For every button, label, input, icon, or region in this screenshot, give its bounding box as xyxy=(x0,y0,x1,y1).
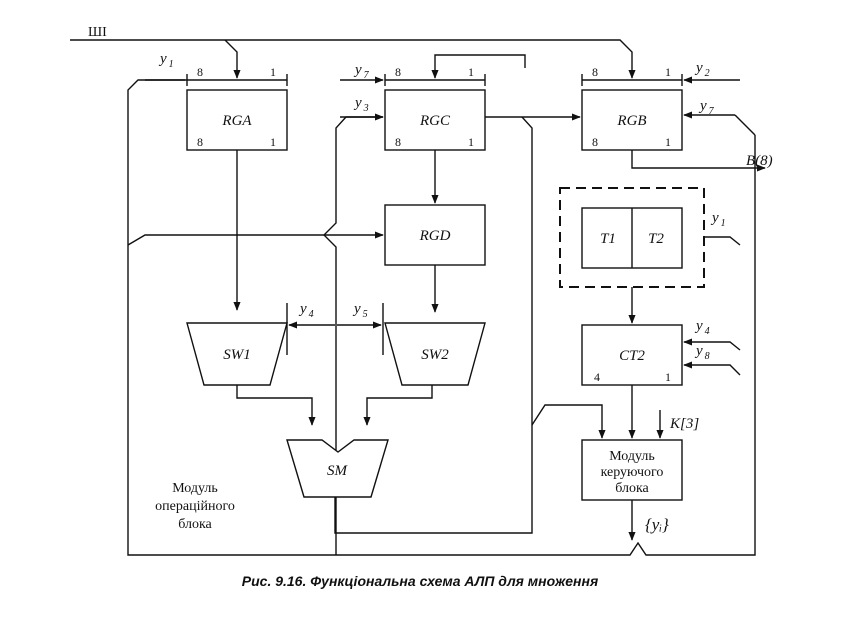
ct2-block: CT2 4 1 xyxy=(581,324,683,386)
ct2-label: CT2 xyxy=(619,348,645,364)
control-module-block: Модуль керуючого блока xyxy=(581,439,683,501)
b8-line xyxy=(631,150,766,172)
rga-bottom-right-bit: 1 xyxy=(270,135,276,149)
bus-line xyxy=(70,39,636,79)
rgc-bottom-right-bit: 1 xyxy=(468,135,474,149)
rgd-feed-line xyxy=(127,231,384,246)
operational-module-line3: блока xyxy=(178,517,212,532)
t2-label: T2 xyxy=(648,231,664,247)
rga-label: RGA xyxy=(221,113,252,129)
k3-input-label: K[3] xyxy=(669,416,699,432)
rgb-bottom-left-bit: 8 xyxy=(592,135,598,149)
rgc-feed-line xyxy=(323,113,384,236)
rga-top-right-bit: 1 xyxy=(270,65,276,79)
sw1-block: SW1 xyxy=(186,322,288,386)
rga-block: RGA 8 1 8 1 xyxy=(186,65,288,151)
t1-label: T1 xyxy=(600,231,616,247)
wires xyxy=(70,39,766,556)
rgc-block: RGC 8 1 8 1 xyxy=(384,65,486,151)
rga-top-left-bit: 8 xyxy=(197,65,203,79)
sw1-label: SW1 xyxy=(223,347,251,363)
rga-bottom-left-bit: 8 xyxy=(197,135,203,149)
rgc-label: RGC xyxy=(419,113,451,129)
ct2-bottom-left-bit: 4 xyxy=(594,370,600,384)
rgc-top-right-bit: 1 xyxy=(468,65,474,79)
sw2-label: SW2 xyxy=(421,347,449,363)
operational-module-line1: Модуль xyxy=(172,481,218,496)
sm-output-line xyxy=(334,116,533,534)
rgb-bottom-right-bit: 1 xyxy=(665,135,671,149)
feedback-loop-left xyxy=(127,79,756,556)
bus-to-rgc xyxy=(431,54,526,79)
sm-block: SM xyxy=(286,439,389,498)
rgc-top-left-bit: 8 xyxy=(395,65,401,79)
yi-output-label: {yᵢ} xyxy=(645,515,669,534)
rgb-label: RGB xyxy=(616,113,646,129)
sm-label: SM xyxy=(327,463,349,479)
rgd-block: RGD xyxy=(384,204,486,266)
rgb-top-left-bit: 8 xyxy=(592,65,598,79)
rgb-top-right-bit: 1 xyxy=(665,65,671,79)
figure-caption: Рис. 9.16. Функціональна схема АЛП для м… xyxy=(242,573,598,589)
control-module-line2: керуючого xyxy=(601,465,664,480)
control-module-line3: блока xyxy=(615,481,649,496)
bus-to-rga xyxy=(224,39,241,79)
control-module-line1: Модуль xyxy=(609,449,655,464)
sw2-block: SW2 xyxy=(384,322,486,386)
bus-label: ШІ xyxy=(88,25,107,40)
rgb-block: RGB 8 1 8 1 xyxy=(581,65,683,151)
ct2-bottom-right-bit: 1 xyxy=(665,370,671,384)
operational-module-line2: операційного xyxy=(155,499,235,514)
rgc-bottom-left-bit: 8 xyxy=(395,135,401,149)
rgd-label: RGD xyxy=(419,228,451,244)
b8-output-label: B(8) xyxy=(746,153,773,169)
trigger-group: T1 T2 xyxy=(559,187,705,288)
